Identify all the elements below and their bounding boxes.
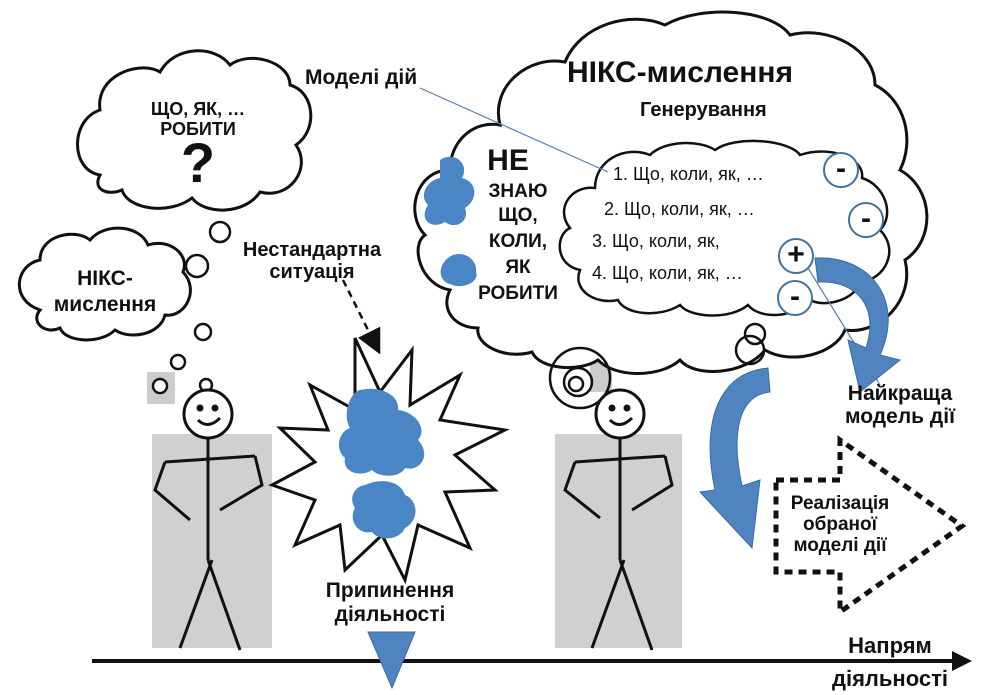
nonstandard-label-line1: Нестандартна: [242, 239, 382, 261]
person-thought-line2: мислення: [53, 293, 157, 316]
implementation-line2: обраної: [803, 514, 877, 535]
stop-label-line2: діяльності: [334, 603, 446, 626]
dont-know-line6: РОБИТИ: [478, 283, 558, 304]
direction-line2: діяльності: [832, 666, 948, 691]
acting-person-figure: [563, 388, 674, 651]
thought-bubble-small: [184, 253, 210, 279]
dont-know-line5: ЯК: [505, 257, 531, 278]
question-mark-icon: ?: [180, 131, 216, 194]
stop-triangle-marker: [367, 631, 416, 690]
dont-know-line1: НЕ: [487, 144, 529, 177]
minus-sign-icon: -: [823, 152, 859, 188]
dont-know-line2: ЗНАЮ: [488, 181, 548, 202]
option-2-text: 2. Що, коли, як, …: [604, 199, 755, 219]
options-cloud: [558, 139, 891, 317]
person-thought-line1: НІКС-: [77, 267, 133, 290]
generation-subtitle: Генерування: [640, 99, 767, 121]
to-implementation-curved-arrow: [698, 367, 771, 550]
best-model-line2: модель дії: [845, 405, 955, 428]
axis-arrowhead: [952, 651, 972, 671]
left-figure-panel: [152, 434, 272, 648]
thought-bubble-small: [208, 220, 232, 244]
person-thought-cloud: [17, 226, 192, 342]
option-1-text: 1. Що, коли, як, …: [613, 164, 764, 184]
thought-bubble-small: [193, 322, 213, 342]
best-model-line1: Найкраща: [847, 382, 953, 405]
question-thought-cloud: [76, 49, 313, 212]
option-4-text: 4. Що, коли, як, …: [592, 263, 743, 283]
small-grey-square-right: [590, 362, 612, 392]
thought-bubble-small: [734, 334, 766, 366]
implementation-line1: Реалізація: [790, 493, 890, 514]
select-best-curved-arrow: [814, 257, 902, 393]
dont-know-line3: ЩО,: [498, 205, 538, 226]
implementation-line3: моделі дії: [793, 535, 887, 556]
implementation-arrow-outline: [773, 435, 967, 617]
confusion-blob-small: [440, 253, 477, 287]
thought-bubble-small: [548, 346, 612, 410]
thought-bubble-small: [567, 375, 585, 393]
plus-sign-icon: +: [778, 238, 814, 274]
stop-label-line1: Припинення: [325, 579, 455, 602]
thought-bubble-small: [151, 377, 169, 395]
minus-sign-icon: -: [777, 280, 813, 316]
thought-bubble-small: [169, 353, 187, 371]
models-leader-line: [419, 87, 609, 173]
minus-sign-icon: -: [848, 202, 884, 238]
confusion-blob: [423, 156, 475, 226]
question-line1: ЩО, ЯК, …: [150, 99, 246, 119]
dont-know-line4: КОЛИ,: [488, 231, 548, 252]
explosion-blob-bottom: [352, 481, 416, 539]
direction-line1: Напрям: [848, 633, 932, 658]
option-3-text: 3. Що, коли, як,: [592, 231, 720, 251]
question-line2: РОБИТИ: [160, 119, 236, 139]
nonstandard-pointer-arrow: [341, 279, 381, 355]
nonstandard-label-line2: ситуація: [269, 261, 355, 283]
thought-bubble-small: [562, 366, 594, 398]
explosion-blob-top: [338, 388, 425, 476]
models-label: Моделі дій: [305, 66, 418, 89]
niks-cloud-title: НІКС-мислення: [567, 56, 793, 89]
thinking-person-figure: [153, 388, 264, 651]
